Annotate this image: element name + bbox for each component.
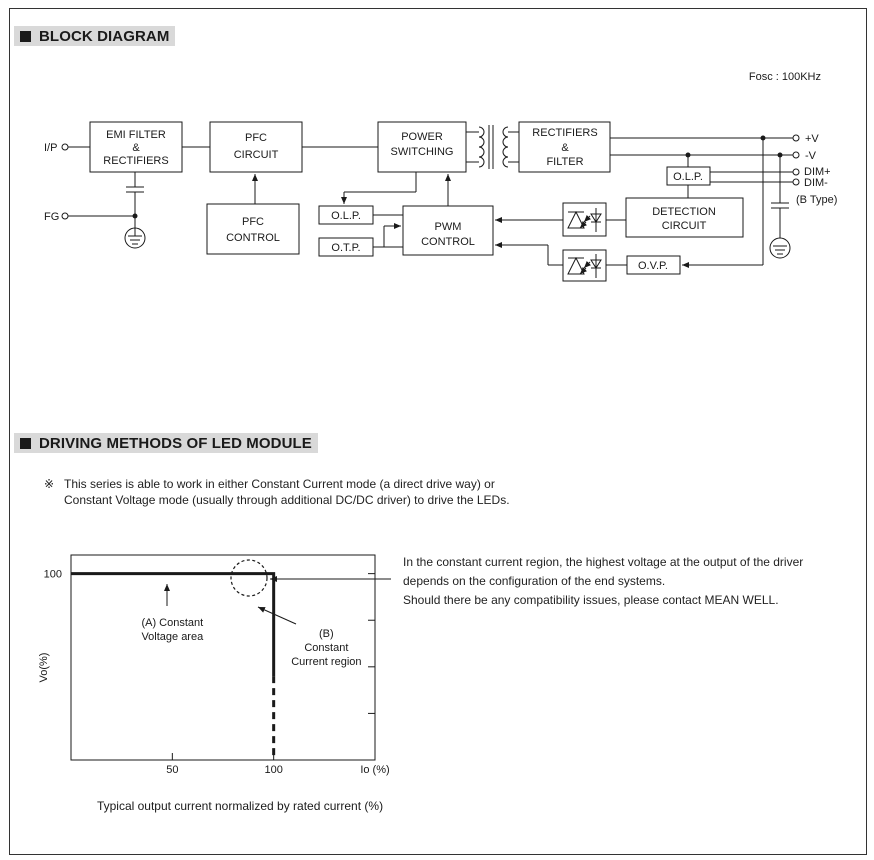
rectifiers-filter-block xyxy=(518,121,611,173)
pfc-circuit-block xyxy=(209,121,303,173)
pfc-control-block xyxy=(206,203,300,255)
pwm-control-label-1: PWM xyxy=(435,221,462,233)
vplus-terminal xyxy=(792,134,800,142)
reference-mark-icon: ※ xyxy=(44,477,55,491)
rectifiers-label-1: RECTIFIERS xyxy=(532,127,597,139)
input-label: I/P xyxy=(44,142,57,154)
input-terminal xyxy=(61,143,69,151)
vminus-label: -V xyxy=(805,150,817,162)
power-switching-label-2: SWITCHING xyxy=(391,146,454,158)
detection-label-2: CIRCUIT xyxy=(662,220,707,232)
pwm-control-label-2: CONTROL xyxy=(421,236,475,248)
series-solid-line xyxy=(71,572,276,677)
pointer-arrow-b xyxy=(257,606,297,625)
detection-circuit-block xyxy=(625,197,744,238)
dimminus-terminal xyxy=(792,178,800,186)
olp-secondary-label: O.L.P. xyxy=(673,171,703,183)
dimplus-label: DIM+ xyxy=(804,166,831,178)
pfc-circuit-label-1: PFC xyxy=(245,132,267,144)
driving-methods-title: DRIVING METHODS OF LED MODULE xyxy=(14,433,318,453)
chart-plot-area xyxy=(70,554,376,761)
emi-label-3: RECTIFIERS xyxy=(103,155,168,167)
vminus-terminal xyxy=(792,151,800,159)
optocoupler-bottom xyxy=(562,249,607,282)
fg-terminal xyxy=(61,212,69,220)
datasheet-frame xyxy=(9,8,867,855)
x-tick-label: 100 xyxy=(264,764,282,776)
otp-label: O.T.P. xyxy=(331,242,360,254)
emi-label-1: EMI FILTER xyxy=(106,129,166,141)
corner-highlight-circle xyxy=(230,559,268,597)
note-line-2: Constant Voltage mode (usually through a… xyxy=(64,493,510,507)
optocoupler-top xyxy=(562,202,607,237)
block-diagram-title: BLOCK DIAGRAM xyxy=(14,26,176,46)
driving-side-text: In the constant current region, the high… xyxy=(403,553,803,610)
pfc-control-label-1: PFC xyxy=(242,216,264,228)
rectifiers-label-2: & xyxy=(561,142,569,154)
fg-label: FG xyxy=(44,211,59,223)
ovp-label: O.V.P. xyxy=(638,260,668,272)
rectifiers-label-3: FILTER xyxy=(546,156,583,168)
x-tick-label: 50 xyxy=(166,764,178,776)
section-square-icon xyxy=(20,30,31,42)
vplus-label: +V xyxy=(805,133,819,145)
y-axis-label: Vo(%) xyxy=(38,653,50,683)
btype-label: (B Type) xyxy=(796,194,837,206)
detection-label-1: DETECTION xyxy=(652,206,716,218)
dimplus-terminal xyxy=(792,168,800,176)
driving-note: ※ This series is able to work in either … xyxy=(44,476,510,508)
x-axis-label: Io (%) xyxy=(360,764,389,776)
olp-primary-label: O.L.P. xyxy=(331,210,361,222)
chart-caption: Typical output current normalized by rat… xyxy=(97,799,383,813)
fosc-label: Fosc : 100KHz xyxy=(749,71,821,83)
pfc-control-label-2: CONTROL xyxy=(226,232,280,244)
side-text-line-2: depends on the configuration of the end … xyxy=(403,574,666,588)
side-text-line-1: In the constant current region, the high… xyxy=(403,555,804,569)
pfc-circuit-label-2: CIRCUIT xyxy=(234,149,279,161)
section-square-icon xyxy=(20,437,31,449)
power-switching-label-1: POWER xyxy=(401,131,443,143)
note-line-1: This series is able to work in either Co… xyxy=(64,477,495,491)
y-tick-label: 100 xyxy=(44,569,62,581)
dimminus-label: DIM- xyxy=(804,177,828,189)
emi-label-2: & xyxy=(132,142,140,154)
side-text-line-3: Should there be any compatibility issues… xyxy=(403,593,779,607)
